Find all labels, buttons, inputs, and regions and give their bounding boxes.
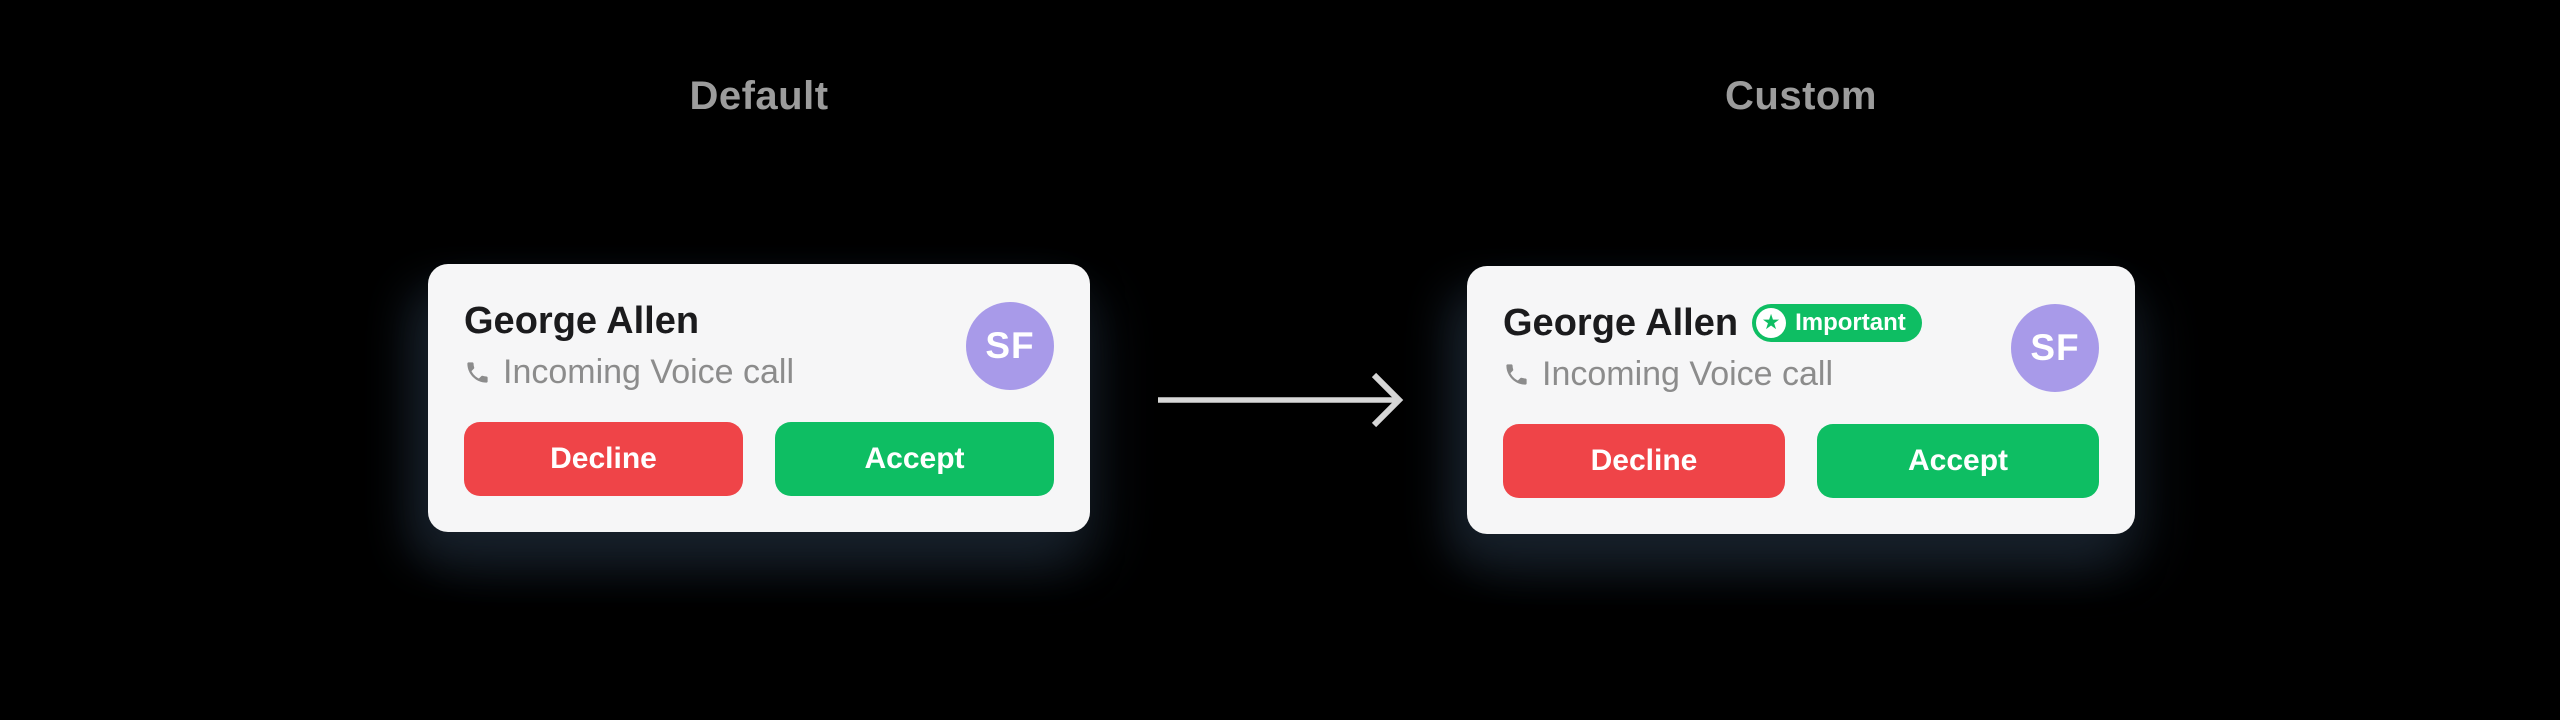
call-actions-row: Decline Accept [1503,424,2099,498]
accept-button[interactable]: Accept [775,422,1054,496]
incoming-call-card-custom: George Allen ★ Important Incoming Voice … [1467,266,2135,534]
call-type-label: Incoming Voice call [1542,355,1834,393]
caller-name-row: George Allen ★ Important [1503,300,1922,346]
section-title-default: Default [689,74,829,118]
decline-button[interactable]: Decline [1503,424,1785,498]
caller-info: George Allen Incoming Voice call [464,298,794,392]
caller-name: George Allen [1503,302,1739,344]
decline-button[interactable]: Decline [464,422,743,496]
call-type-row: Incoming Voice call [1503,354,1922,394]
call-type-label: Incoming Voice call [503,353,795,391]
section-title-custom: Custom [1725,74,1877,118]
right-arrow-icon [1158,372,1404,428]
incoming-call-card-default: George Allen Incoming Voice call SF Decl… [428,264,1090,532]
call-actions-row: Decline Accept [464,422,1054,496]
avatar: SF [966,302,1054,390]
star-glyph: ★ [1761,310,1781,334]
accept-button[interactable]: Accept [1817,424,2099,498]
star-icon: ★ [1756,308,1787,338]
caller-name: George Allen [464,300,700,342]
caller-info: George Allen ★ Important Incoming Voice … [1503,300,1922,394]
card-header: George Allen Incoming Voice call SF [464,298,1054,392]
badge-label: Important [1795,309,1906,336]
phone-icon [1506,363,1527,385]
caller-name-row: George Allen [464,298,794,344]
important-badge: ★ Important [1752,304,1922,342]
avatar: SF [2011,304,2099,392]
phone-icon [467,361,488,383]
call-type-row: Incoming Voice call [464,352,794,392]
card-header: George Allen ★ Important Incoming Voice … [1503,300,2099,394]
